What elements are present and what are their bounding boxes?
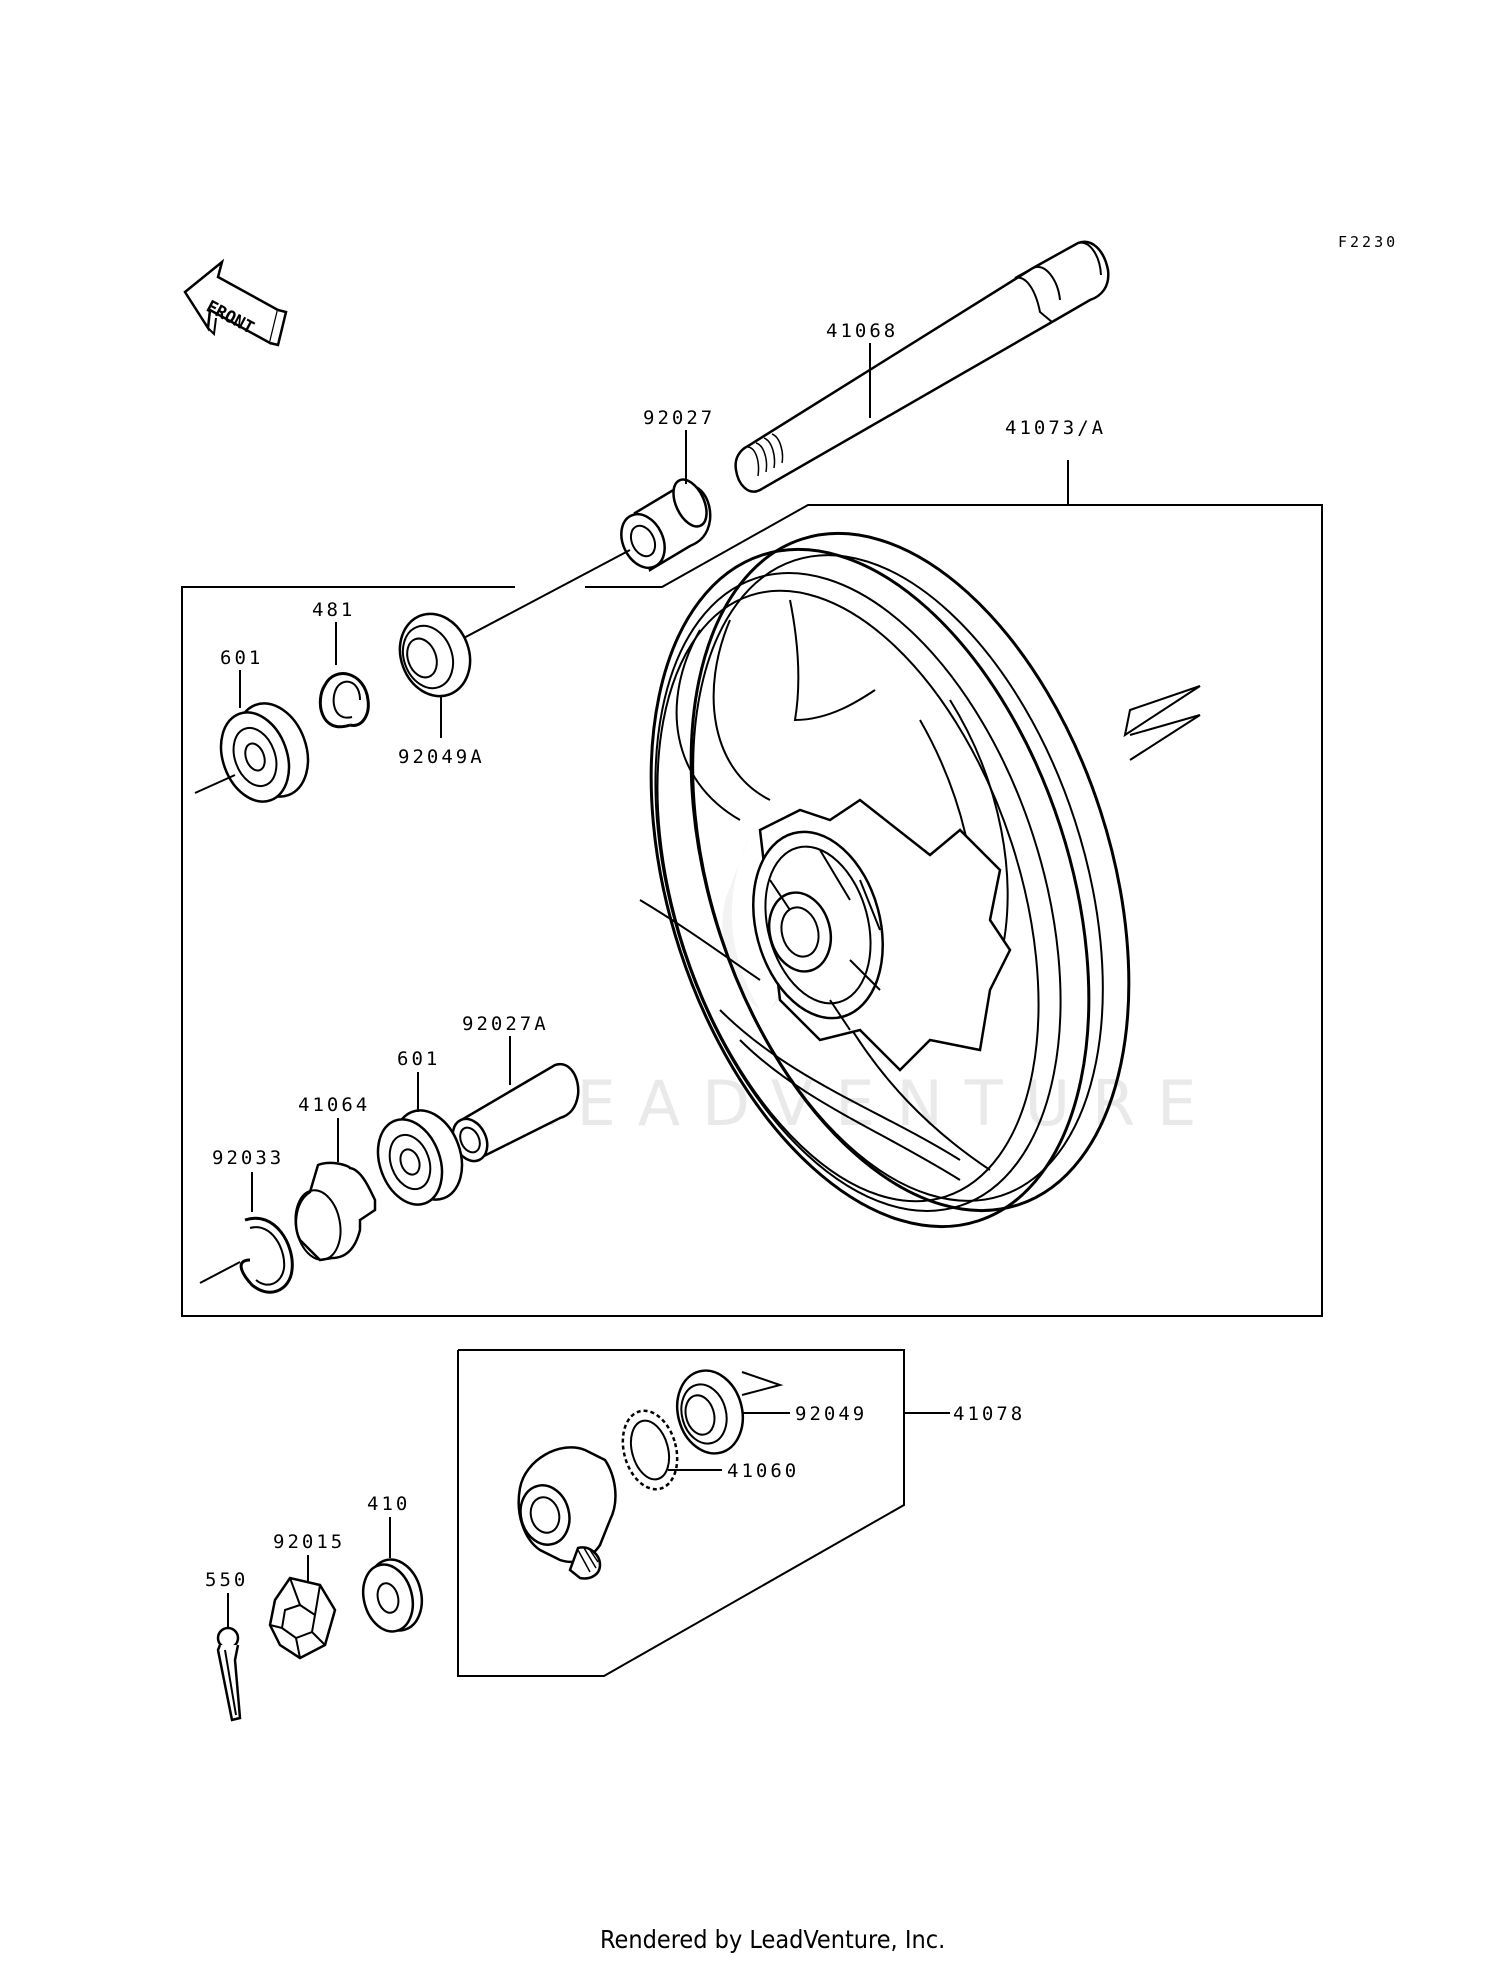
bearing-601-top-shape <box>194 670 310 803</box>
label-41064: 41064 <box>298 1094 370 1116</box>
label-601-bottom: 601 <box>397 1048 440 1070</box>
label-92033: 92033 <box>212 1147 284 1169</box>
label-481: 481 <box>312 599 355 621</box>
hub-assembly-bracket <box>457 1349 905 1677</box>
sensor-ring-41060-shape <box>621 1409 722 1491</box>
label-92027: 92027 <box>643 407 715 429</box>
hub-cover-41078-shape <box>517 1446 617 1580</box>
cotter-pin-550-shape <box>216 1593 242 1722</box>
collar-92027-shape <box>459 430 712 641</box>
front-arrow-icon: FRONT <box>183 258 288 347</box>
collar-41064-shape <box>294 1118 377 1262</box>
label-41068: 41068 <box>826 320 898 342</box>
figure-code: F2230 <box>1338 233 1398 251</box>
wheel-hub-shape <box>752 798 1012 1072</box>
label-410: 410 <box>367 1493 410 1515</box>
label-41060: 41060 <box>727 1460 799 1482</box>
label-41078: 41078 <box>953 1403 1025 1425</box>
spacer-92027A-shape <box>451 1036 580 1163</box>
label-92049A: 92049A <box>398 746 485 768</box>
label-41073A: 41073/A <box>1005 417 1106 439</box>
axle-shape <box>734 240 1110 493</box>
wheel-rim-shape <box>639 531 1201 1229</box>
label-92027A: 92027A <box>462 1013 549 1035</box>
circlip-92033-shape <box>199 1172 294 1294</box>
castle-nut-92015-shape <box>268 1555 337 1660</box>
label-601-top: 601 <box>220 647 263 669</box>
label-92049: 92049 <box>795 1403 867 1425</box>
circlip-481-shape <box>318 622 370 729</box>
bearing-601-bottom-shape <box>376 1072 464 1206</box>
wheel-assembly-bracket <box>181 460 1323 1317</box>
oil-seal-92049-shape <box>675 1369 790 1455</box>
label-92015: 92015 <box>273 1531 345 1553</box>
washer-410-shape <box>361 1517 424 1633</box>
label-550: 550 <box>205 1569 248 1591</box>
footer-credit: Rendered by LeadVenture, Inc. <box>600 1925 945 1954</box>
oil-seal-92049A-shape <box>398 612 472 738</box>
